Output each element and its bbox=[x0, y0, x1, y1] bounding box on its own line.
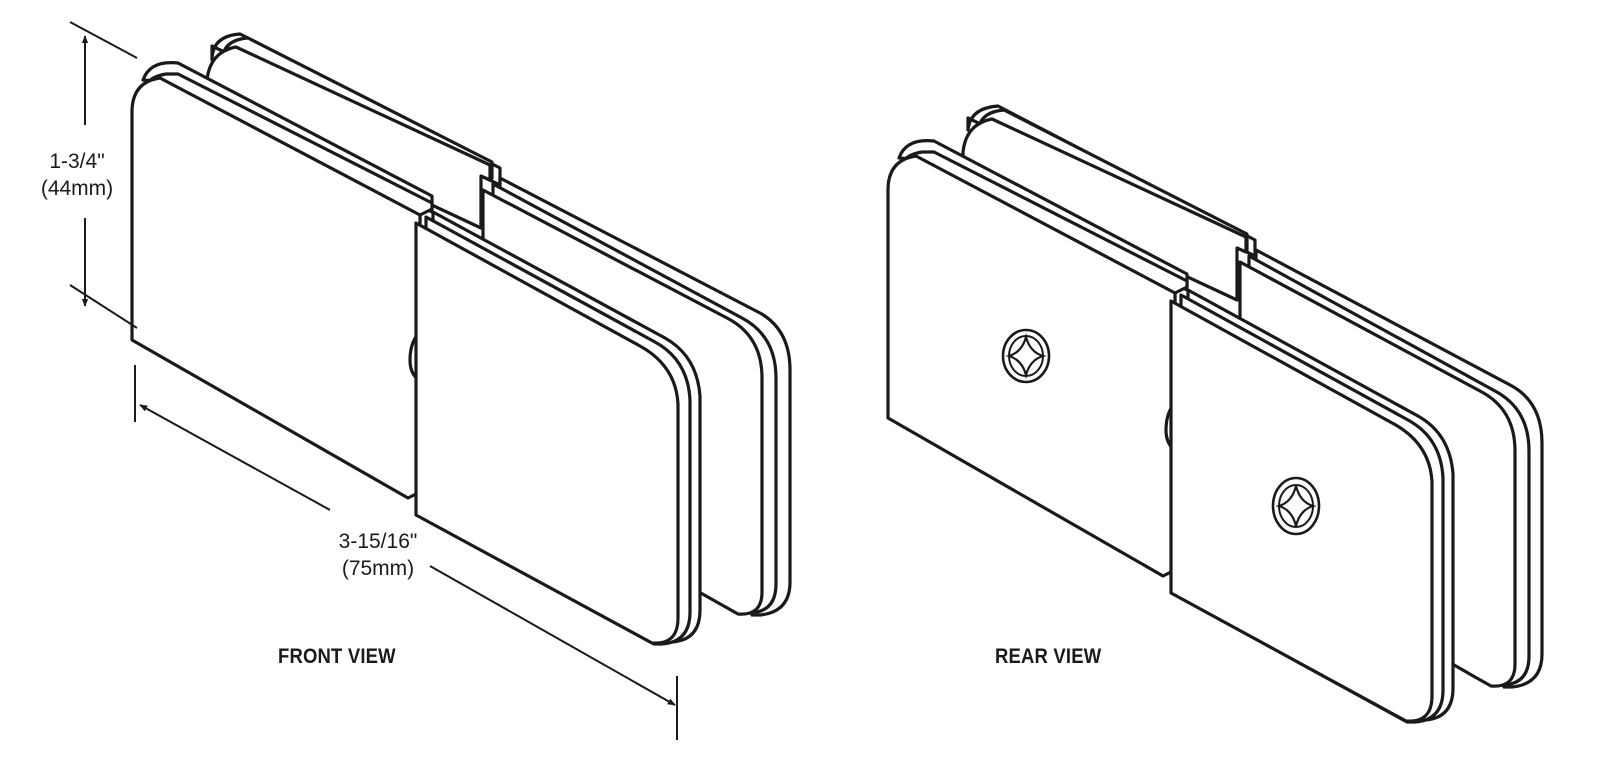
width-imperial: 3-15/16" bbox=[338, 530, 418, 553]
height-imperial: 1-3/4" bbox=[49, 150, 105, 173]
rear-view-label: REAR VIEW bbox=[995, 645, 1102, 668]
height-metric: (44mm) bbox=[40, 177, 114, 200]
rear-screw-right bbox=[1271, 476, 1321, 536]
height-dimension-lines bbox=[69, 21, 138, 329]
width-dimension-lines bbox=[134, 365, 678, 740]
height-dimension-label: 1-3/4" (44mm) bbox=[22, 148, 132, 202]
rear-back-left-plate bbox=[961, 104, 1257, 302]
width-dimension-label: 3-15/16" (75mm) bbox=[318, 528, 438, 582]
front-view-illustration bbox=[130, 32, 792, 646]
rear-view-illustration bbox=[886, 104, 1544, 724]
front-view-label: FRONT VIEW bbox=[278, 645, 396, 668]
front-right-plate bbox=[414, 210, 702, 646]
front-left-plate bbox=[130, 61, 434, 500]
rear-screw-left bbox=[1001, 328, 1051, 384]
width-metric: (75mm) bbox=[341, 557, 415, 580]
front-back-left-plate bbox=[205, 32, 502, 230]
